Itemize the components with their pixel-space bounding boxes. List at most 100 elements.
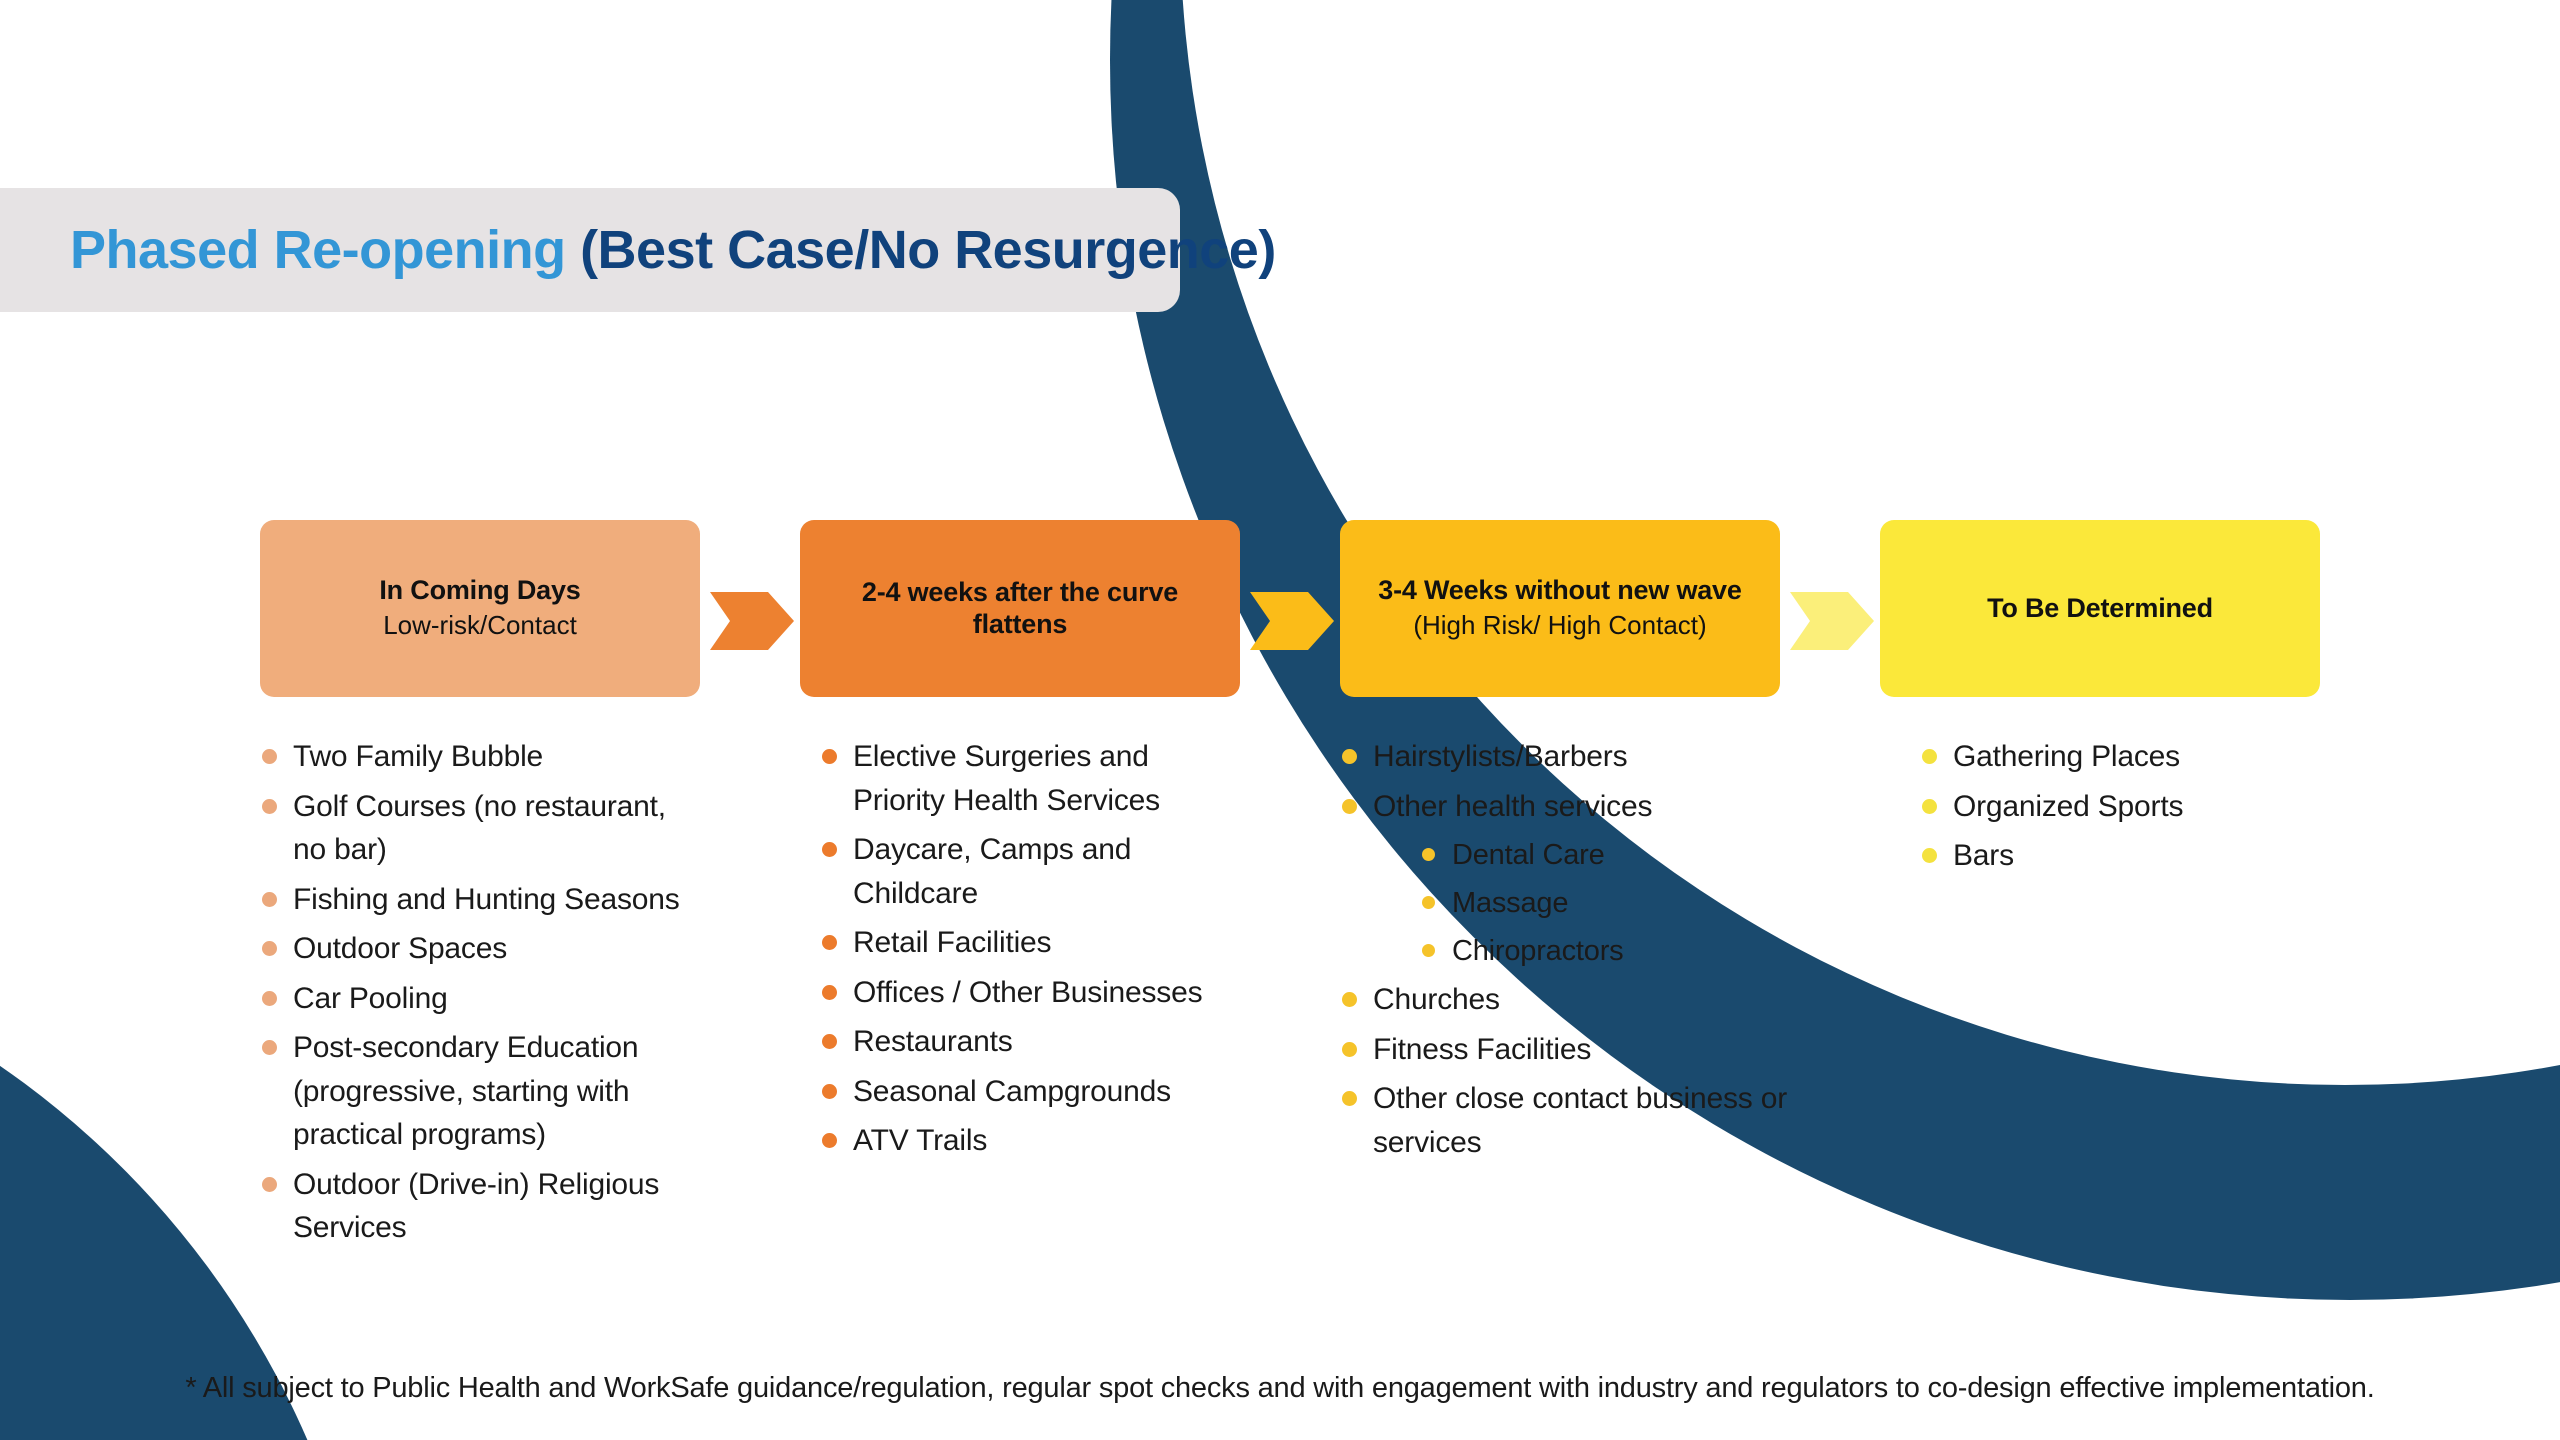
bullet-dot-icon	[262, 891, 277, 907]
phase-in-coming-days-title: In Coming Days	[379, 575, 581, 606]
list-item: Offices / Other Businesses	[822, 971, 1222, 1015]
list-item: Fishing and Hunting Seasons	[262, 878, 692, 922]
bullet-dot-icon	[1422, 896, 1435, 910]
bullet-dot-icon	[1922, 749, 1937, 764]
logo-brunswick-text: Brunswick	[2318, 79, 2523, 130]
list-item: Golf Courses (no restaurant, no bar)	[262, 785, 692, 872]
list-item-label: Post-secondary Education (progressive, s…	[293, 1031, 639, 1151]
phase-2-4-weeks-box[interactable]: 2-4 weeks after the curve flattens	[800, 520, 1240, 697]
bullet-dot-icon	[1342, 798, 1357, 814]
list-item-label: Fishing and Hunting Seasons	[293, 882, 680, 916]
list-item-label: Golf Courses (no restaurant, no bar)	[293, 789, 666, 867]
list-item-label: Elective Surgeries and Priority Health S…	[853, 740, 1160, 817]
phase-3-4-weeks-subtitle: (High Risk/ High Contact)	[1413, 610, 1707, 641]
list-item-label: Outdoor Spaces	[293, 932, 507, 965]
bullet-dot-icon	[822, 842, 837, 857]
bullet-dot-icon	[262, 1176, 277, 1192]
list-item: Daycare, Camps and Childcare	[822, 828, 1222, 915]
list-item-label: Massage	[1452, 887, 1569, 920]
bullet-dot-icon	[1342, 1091, 1357, 1107]
list-item: Fitness Facilities	[1342, 1028, 1812, 1072]
phase-to-be-determined-box[interactable]: To Be Determined	[1880, 520, 2320, 697]
list-item-label: Other close contact business or services	[1373, 1082, 1788, 1159]
list-item: Other health services	[1342, 785, 1812, 829]
title-banner: Phased Re-opening (Best Case/No Resurgen…	[0, 188, 1276, 312]
list-item-label: Churches	[1373, 983, 1500, 1017]
phase-2-4-weeks-list: Elective Surgeries and Priority Health S…	[822, 735, 1222, 1169]
bullet-dot-icon	[822, 1083, 837, 1099]
list-item: Outdoor Spaces	[262, 927, 692, 971]
bullet-dot-icon	[822, 984, 837, 1000]
arrow-to-phase-3-4-weeks	[1250, 592, 1334, 650]
bullet-dot-icon	[1342, 749, 1357, 764]
bullet-dot-icon	[822, 935, 837, 950]
arrow-to-phase-2-4-weeks	[710, 592, 794, 650]
page-title-dark: (Best Case/No Resurgence)	[580, 220, 1276, 280]
sailing-ship-icon	[2385, 45, 2436, 104]
logo-nouveau-text: Nouveau	[2440, 60, 2519, 85]
bullet-dot-icon	[1922, 798, 1937, 814]
list-item-label: Seasonal Campgrounds	[853, 1074, 1171, 1108]
list-item: Post-secondary Education (progressive, s…	[262, 1026, 692, 1157]
bullet-dot-icon	[822, 1133, 837, 1148]
list-item: Churches	[1342, 978, 1812, 1022]
list-item-label: Outdoor (Drive-in) Religious Services	[293, 1167, 660, 1245]
list-item-label: Fitness Facilities	[1373, 1032, 1592, 1066]
phase-to-be-determined-title: To Be Determined	[1987, 592, 2213, 623]
list-item-label: Daycare, Camps and Childcare	[853, 833, 1132, 910]
list-item-label: Bars	[1953, 839, 2014, 872]
list-item: Bars	[1922, 834, 2302, 878]
bullet-dot-icon	[262, 1040, 277, 1055]
list-item-label: Organized Sports	[1953, 789, 2184, 823]
list-item: Elective Surgeries and Priority Health S…	[822, 735, 1222, 822]
list-item: Seasonal Campgrounds	[822, 1070, 1222, 1114]
arrow-to-phase-to-be-determined	[1790, 592, 1874, 650]
page-title-accent: Phased Re-opening	[70, 220, 581, 280]
bullet-dot-icon	[262, 990, 277, 1006]
list-item: Massage	[1342, 882, 1812, 924]
bullet-dot-icon	[262, 798, 277, 814]
list-item-label: ATV Trails	[853, 1124, 988, 1157]
list-item-label: Two Family Bubble	[293, 740, 544, 773]
bullet-dot-icon	[262, 941, 277, 956]
footnote: * All subject to Public Health and WorkS…	[185, 1372, 2375, 1404]
new-brunswick-logo: New Nouveau Brunswick	[2300, 38, 2540, 130]
phase-3-4-weeks-title: 3-4 Weeks without new wave	[1378, 575, 1742, 606]
list-item: Two Family Bubble	[262, 735, 692, 779]
list-item-label: Hairstylists/Barbers	[1373, 740, 1628, 773]
bullet-dot-icon	[822, 749, 837, 764]
bullet-dot-icon	[1342, 1041, 1357, 1057]
list-item: Outdoor (Drive-in) Religious Services	[262, 1163, 692, 1250]
list-item: Chiropractors	[1342, 930, 1812, 972]
list-item: Gathering Places	[1922, 735, 2302, 779]
list-item-label: Offices / Other Businesses	[853, 975, 1203, 1009]
list-item-label: Car Pooling	[293, 981, 448, 1015]
logo-new-text: New	[2330, 60, 2376, 86]
list-item: Car Pooling	[262, 977, 692, 1021]
list-item: Hairstylists/Barbers	[1342, 735, 1812, 779]
phase-3-4-weeks-box[interactable]: 3-4 Weeks without new wave (High Risk/ Hi…	[1340, 520, 1780, 697]
list-item-label: Other health services	[1373, 789, 1653, 823]
list-item: Organized Sports	[1922, 785, 2302, 829]
list-item: Retail Facilities	[822, 921, 1222, 965]
phase-2-4-weeks-title: 2-4 weeks after the curve flattens	[861, 576, 1179, 639]
phase-in-coming-days-subtitle: Low-risk/Contact	[383, 610, 577, 641]
bullet-dot-icon	[262, 749, 277, 764]
list-item: Dental Care	[1342, 834, 1812, 876]
bullet-dot-icon	[1422, 848, 1435, 861]
logo-svg: New Nouveau Brunswick	[2318, 45, 2524, 130]
list-item-label: Restaurants	[853, 1025, 1013, 1058]
list-item-label: Gathering Places	[1953, 740, 2180, 773]
list-item: Restaurants	[822, 1020, 1222, 1064]
list-item-label: Dental Care	[1452, 839, 1605, 871]
list-item-label: Chiropractors	[1452, 935, 1624, 968]
bullet-dot-icon	[1422, 944, 1435, 958]
list-item: Other close contact business or services	[1342, 1077, 1812, 1164]
page-title: Phased Re-opening (Best Case/No Resurgen…	[70, 219, 1276, 281]
bullet-dot-icon	[822, 1034, 837, 1049]
